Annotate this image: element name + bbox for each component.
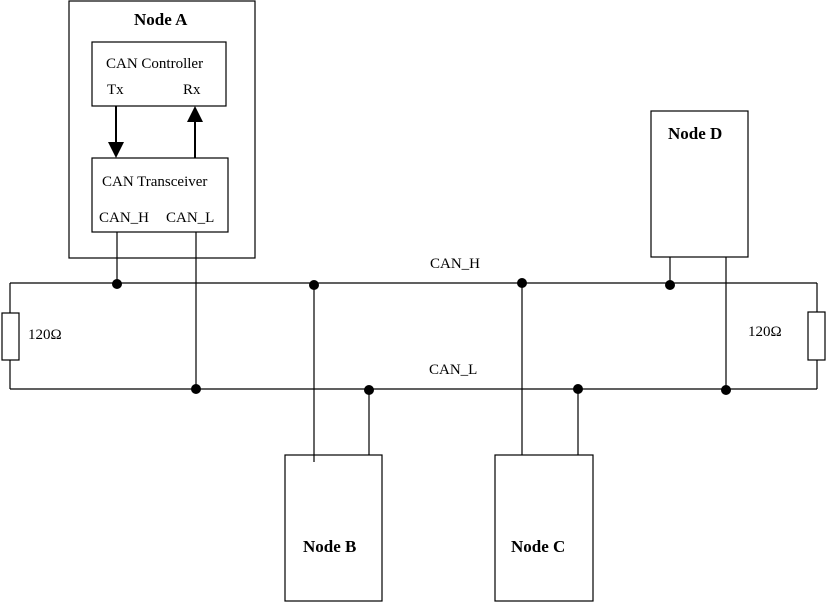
- junction-dot: [517, 278, 527, 288]
- junction-dot: [364, 385, 374, 395]
- node-a-box: [68, 0, 256, 259]
- node-c-title: Node C: [511, 537, 566, 556]
- can-controller-label: CAN Controller: [106, 56, 204, 72]
- tx-label: Tx: [107, 82, 124, 98]
- junction-dot: [573, 384, 583, 394]
- can-l-bus-label: CAN_L: [429, 362, 478, 378]
- right-terminator-resistor: [807, 311, 826, 361]
- can-controller-box: [91, 41, 227, 107]
- node-b-box: [284, 454, 383, 602]
- junction-dot: [721, 385, 731, 395]
- can-transceiver-box: [91, 157, 229, 233]
- right-terminator-label: 120Ω: [748, 324, 782, 340]
- transceiver-can-h-label: CAN_H: [99, 210, 150, 226]
- junction-dot: [191, 384, 201, 394]
- can-h-bus-label: CAN_H: [430, 256, 481, 272]
- left-terminator-resistor: [1, 312, 20, 361]
- node-b-title: Node B: [303, 537, 357, 556]
- left-terminator-label: 120Ω: [28, 327, 62, 343]
- junction-dot: [665, 280, 675, 290]
- node-a-title: Node A: [134, 10, 188, 29]
- rx-label: Rx: [183, 82, 201, 98]
- node-d-title: Node D: [668, 124, 723, 143]
- transceiver-can-l-label: CAN_L: [166, 210, 215, 226]
- junction-dot: [112, 279, 122, 289]
- node-c-box: [494, 454, 594, 602]
- node-d-box: [650, 110, 749, 258]
- junction-dot: [309, 280, 319, 290]
- can-transceiver-label: CAN Transceiver: [102, 174, 208, 190]
